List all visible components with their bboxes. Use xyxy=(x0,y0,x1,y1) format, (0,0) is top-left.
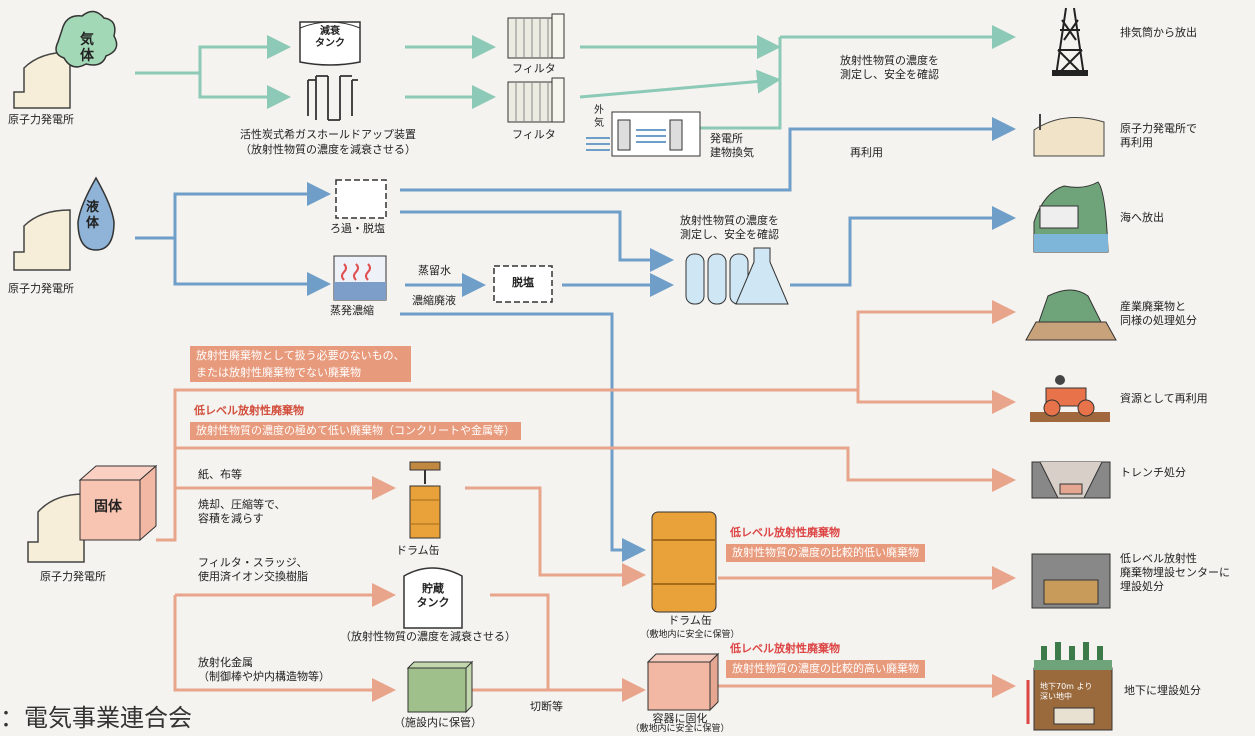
evaporator-icon xyxy=(333,255,387,301)
gas-source-label: 気 体 xyxy=(80,32,94,64)
gas-plant-icon xyxy=(13,10,118,109)
gas-measure-label: 放射性物質の濃度を 測定し、安全を確認 xyxy=(840,54,939,81)
dest-industrial-label: 産業廃棄物と 同様の処理処分 xyxy=(1120,300,1197,327)
liquid-plant-icon xyxy=(13,176,115,271)
desalt-box-icon xyxy=(493,265,553,303)
solid-plant-icon xyxy=(27,464,158,563)
dest-reuse-label: 原子力発電所で 再利用 xyxy=(1120,122,1197,149)
paper-cloth-label: 紙、布等 xyxy=(198,468,242,481)
storage-tank-sub: （放射性物質の濃度を減衰させる） xyxy=(340,630,516,643)
power-plant-reuse-icon xyxy=(1033,114,1105,157)
filter-icon-2 xyxy=(507,77,565,123)
exhaust-stack-icon xyxy=(1052,7,1088,77)
underground-tag: 地下70m より 深い地中 xyxy=(1040,682,1093,701)
filter-label-2: フィルタ xyxy=(512,128,556,141)
activated-metal-label: 放射化金属 （制御棒や炉内構造物等） xyxy=(198,656,330,683)
building-vent-label: 発電所 建物換気 xyxy=(710,132,754,159)
filter-icon-1 xyxy=(507,13,565,59)
dest-burial-center-label: 低レベル放射性 廃棄物埋設センターに 埋設処分 xyxy=(1120,552,1230,593)
facility-storage-label: （施設内に保管） xyxy=(394,716,482,729)
storage-tank-label: 貯蔵 タンク xyxy=(416,582,450,609)
filter-desalt-icon xyxy=(335,179,387,219)
solid-plant-label: 原子力発電所 xyxy=(40,570,106,583)
mid-level-title: 低レベル放射性廃棄物 xyxy=(730,642,840,655)
road-roller-icon xyxy=(1030,375,1110,422)
charcoal-holdup-sub: （放射性物質の濃度を減衰させる） xyxy=(240,143,416,156)
storage-tank-icon xyxy=(403,567,463,629)
trench-icon xyxy=(1031,461,1111,499)
liquid-source-label: 液 体 xyxy=(86,200,100,231)
metal-storage-icon xyxy=(406,660,474,714)
reuse-label: 再利用 xyxy=(850,146,883,159)
dest-recycle-label: 資源として再利用 xyxy=(1120,392,1208,405)
decay-tank-icon xyxy=(299,21,361,66)
liquid-plant-label: 原子力発電所 xyxy=(8,282,74,295)
low-level-title: 低レベル放射性廃棄物 xyxy=(730,526,840,539)
filter-sludge-label: フィルタ・スラッジ、 使用済イオン交換樹脂 xyxy=(198,556,308,583)
building-ventilation-icon xyxy=(586,111,701,157)
big-drum-label: ドラム缶 xyxy=(668,614,712,627)
cutting-label: 切断等 xyxy=(530,700,563,713)
burial-center-icon xyxy=(1031,553,1111,609)
solid-source-label: 固体 xyxy=(94,499,122,515)
container-label: 容器に固化 xyxy=(652,712,708,725)
very-low-level-title: 低レベル放射性廃棄物 xyxy=(194,404,304,417)
filter-desalt-label: ろ過・脱塩 xyxy=(330,222,385,235)
evaporator-label: 蒸発濃縮 xyxy=(330,304,374,317)
underground-disposal-icon xyxy=(1026,642,1113,731)
decay-tank-label: 減衰 タンク xyxy=(315,26,345,49)
charcoal-holdup-icon xyxy=(307,75,358,121)
solidified-container-icon xyxy=(646,652,720,712)
outside-air-label: 外 気 xyxy=(594,105,604,129)
container-sub: （敷地内に安全に保管） xyxy=(630,724,730,734)
big-drum-icon xyxy=(651,511,717,613)
band-low-level: 放射性物質の濃度の比較的低い廃棄物 xyxy=(726,544,925,562)
dest-underground-label: 地下に埋設処分 xyxy=(1124,684,1201,697)
volume-reduction-label: 焼却、圧縮等で、 容積を減らす xyxy=(198,498,286,525)
dest-stack-label: 排気筒から放出 xyxy=(1120,26,1197,39)
small-drum-icon xyxy=(409,461,441,539)
desalt-box-label: 脱塩 xyxy=(512,276,534,289)
distilled-water-label: 蒸留水 xyxy=(418,264,451,277)
band-mid-level: 放射性物質の濃度の比較的高い廃棄物 xyxy=(726,660,925,678)
sea-discharge-icon xyxy=(1033,181,1109,253)
gas-plant-label: 原子力発電所 xyxy=(8,113,74,126)
dest-sea-label: 海へ放出 xyxy=(1120,211,1164,224)
small-drum-label: ドラム缶 xyxy=(396,544,440,557)
band-non-radioactive: 放射性廃棄物として扱う必要のないもの、 または放射性廃棄物でない廃棄物 xyxy=(190,346,411,382)
charcoal-holdup-label: 活性炭式希ガスホールドアップ装置 xyxy=(240,128,416,141)
liquid-measure-label: 放射性物質の濃度を 測定し、安全を確認 xyxy=(680,214,779,241)
filter-label-1: フィルタ xyxy=(512,62,556,75)
band-very-low-level: 放射性物質の濃度の極めて低い廃棄物（コンクリートや金属等） xyxy=(190,422,521,440)
dest-trench-label: トレンチ処分 xyxy=(1120,466,1186,479)
big-drum-sub: （敷地内に安全に保管） xyxy=(640,630,740,640)
source-credit: ：電気事業連合会 xyxy=(0,704,192,732)
lab-glassware-icon xyxy=(685,247,789,305)
concentrated-waste-label: 濃縮廃液 xyxy=(412,294,456,307)
industrial-waste-icon xyxy=(1025,289,1117,341)
